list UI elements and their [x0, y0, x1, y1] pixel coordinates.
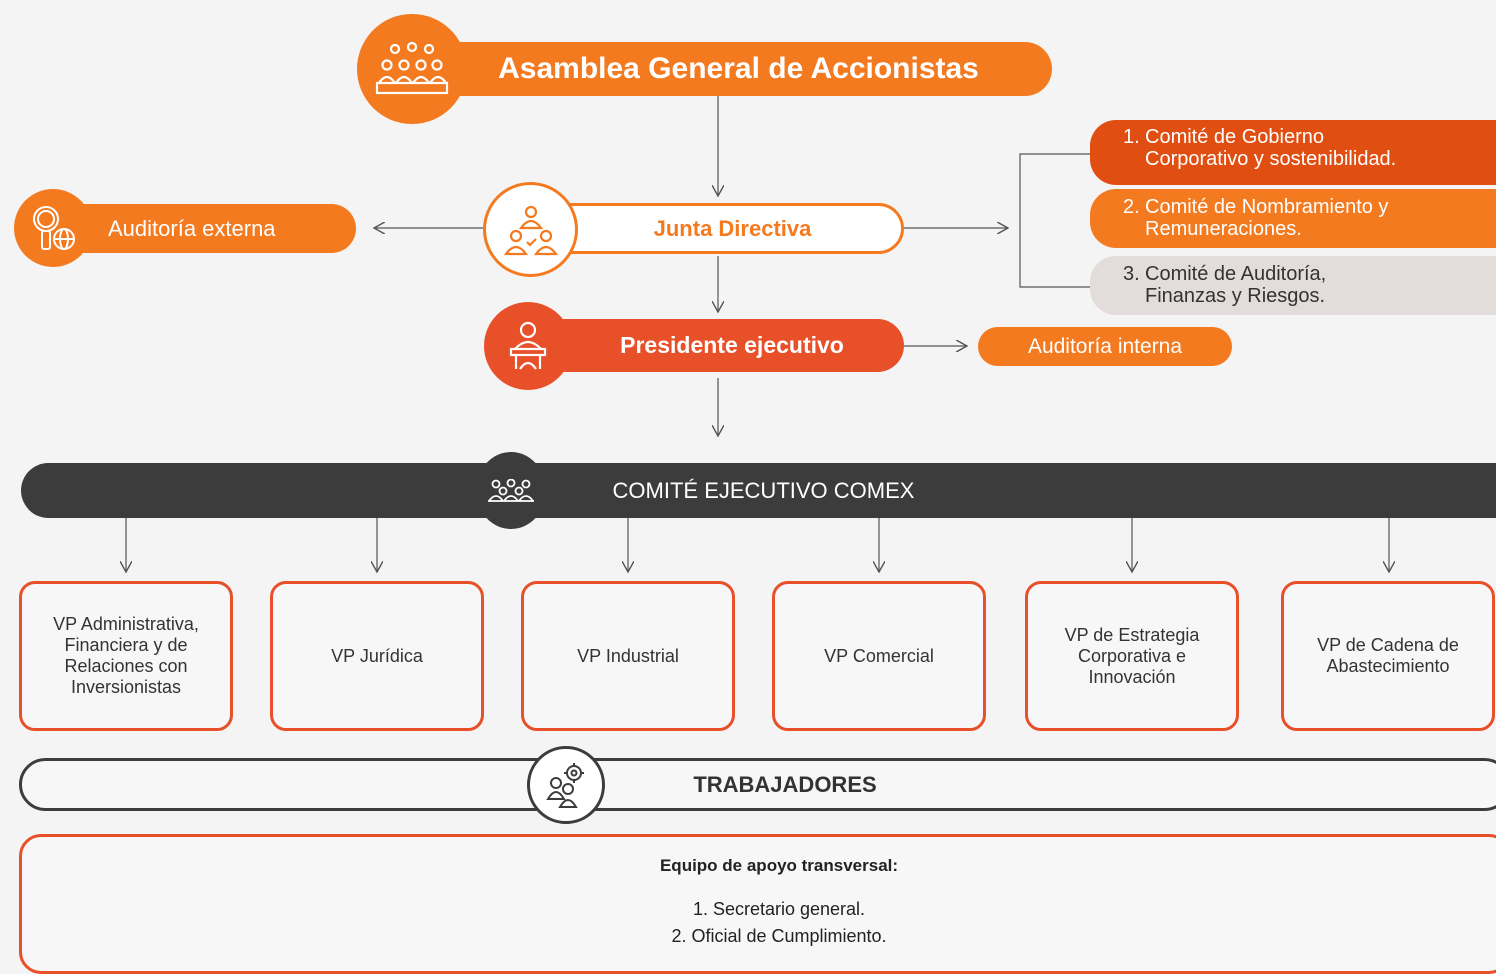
workers-gear-icon	[527, 746, 605, 824]
support-title: Equipo de apoyo transversal:	[659, 856, 899, 875]
team-group-icon	[476, 452, 546, 529]
board-node: Junta Directiva	[525, 203, 904, 254]
support-item-2: 2. Oficial de Cumplimiento.	[671, 926, 887, 946]
vp-label: VP Jurídica	[331, 645, 423, 666]
committee-1-line1: Comité de Gobierno	[1145, 126, 1324, 148]
vp-box-comercial: VP Comercial	[772, 581, 986, 731]
president-label: Presidente ejecutivo	[620, 332, 844, 358]
workers-label: TRABAJADORES	[693, 771, 877, 797]
comex-bar: COMITÉ EJECUTIVO COMEX	[21, 463, 1496, 518]
workers-bar: TRABAJADORES	[19, 758, 1496, 811]
assembly-label: Asamblea General de Accionistas	[498, 52, 979, 85]
committee-2-line2: Remuneraciones.	[1145, 218, 1302, 240]
vp-label: VP de Cadena de Abastecimiento	[1317, 635, 1459, 676]
vp-box-abastecimiento: VP de Cadena de Abastecimiento	[1281, 581, 1495, 731]
external-audit-label: Auditoría externa	[108, 215, 276, 241]
president-node: Presidente ejecutivo	[520, 319, 904, 372]
board-label: Junta Directiva	[653, 215, 812, 241]
committee-3-line1: Comité de Auditoría,	[1145, 263, 1327, 285]
vp-box-estrategia: VP de Estrategia Corporativa e Innovació…	[1025, 581, 1239, 731]
committee-3-line2: Finanzas y Riesgos.	[1145, 285, 1326, 307]
committee-3: 3.Comité de Auditoría, Finanzas y Riesgo…	[1090, 256, 1496, 315]
assembly-node: Asamblea General de Accionistas	[395, 42, 1052, 96]
vp-box-industrial: VP Industrial	[521, 581, 735, 731]
speaker-podium-icon	[484, 302, 572, 390]
vp-label: VP Comercial	[824, 645, 934, 666]
committee-2-line1: Comité de Nombramiento y	[1145, 196, 1389, 218]
committee-2: 2.Comité de Nombramiento y Remuneracione…	[1090, 189, 1496, 248]
vp-label: VP Administrativa, Financiera y de Relac…	[53, 614, 199, 697]
committee-1-number: 1.	[1123, 126, 1140, 148]
support-item-1: 1. Secretario general.	[692, 899, 866, 919]
magnifier-globe-icon	[14, 189, 92, 267]
vp-label: VP Industrial	[577, 645, 679, 666]
internal-audit-node: Auditoría interna	[978, 327, 1232, 366]
comex-label: COMITÉ EJECUTIVO COMEX	[612, 477, 915, 503]
vp-label: VP de Estrategia Corporativa e Innovació…	[1064, 624, 1200, 687]
external-audit-node: Auditoría externa	[48, 204, 356, 253]
vp-box-administrativa: VP Administrativa, Financiera y de Relac…	[19, 581, 233, 731]
assembly-people-icon	[357, 14, 467, 124]
committee-1-line2: Corporativo y sostenibilidad.	[1145, 148, 1397, 170]
committee-1: 1.Comité de Gobierno Corporativo y soste…	[1090, 120, 1496, 185]
internal-audit-label: Auditoría interna	[1027, 334, 1183, 358]
committee-3-number: 3.	[1123, 263, 1140, 285]
board-meeting-icon	[483, 182, 578, 277]
committee-2-number: 2.	[1123, 196, 1140, 218]
vp-box-juridica: VP Jurídica	[270, 581, 484, 731]
